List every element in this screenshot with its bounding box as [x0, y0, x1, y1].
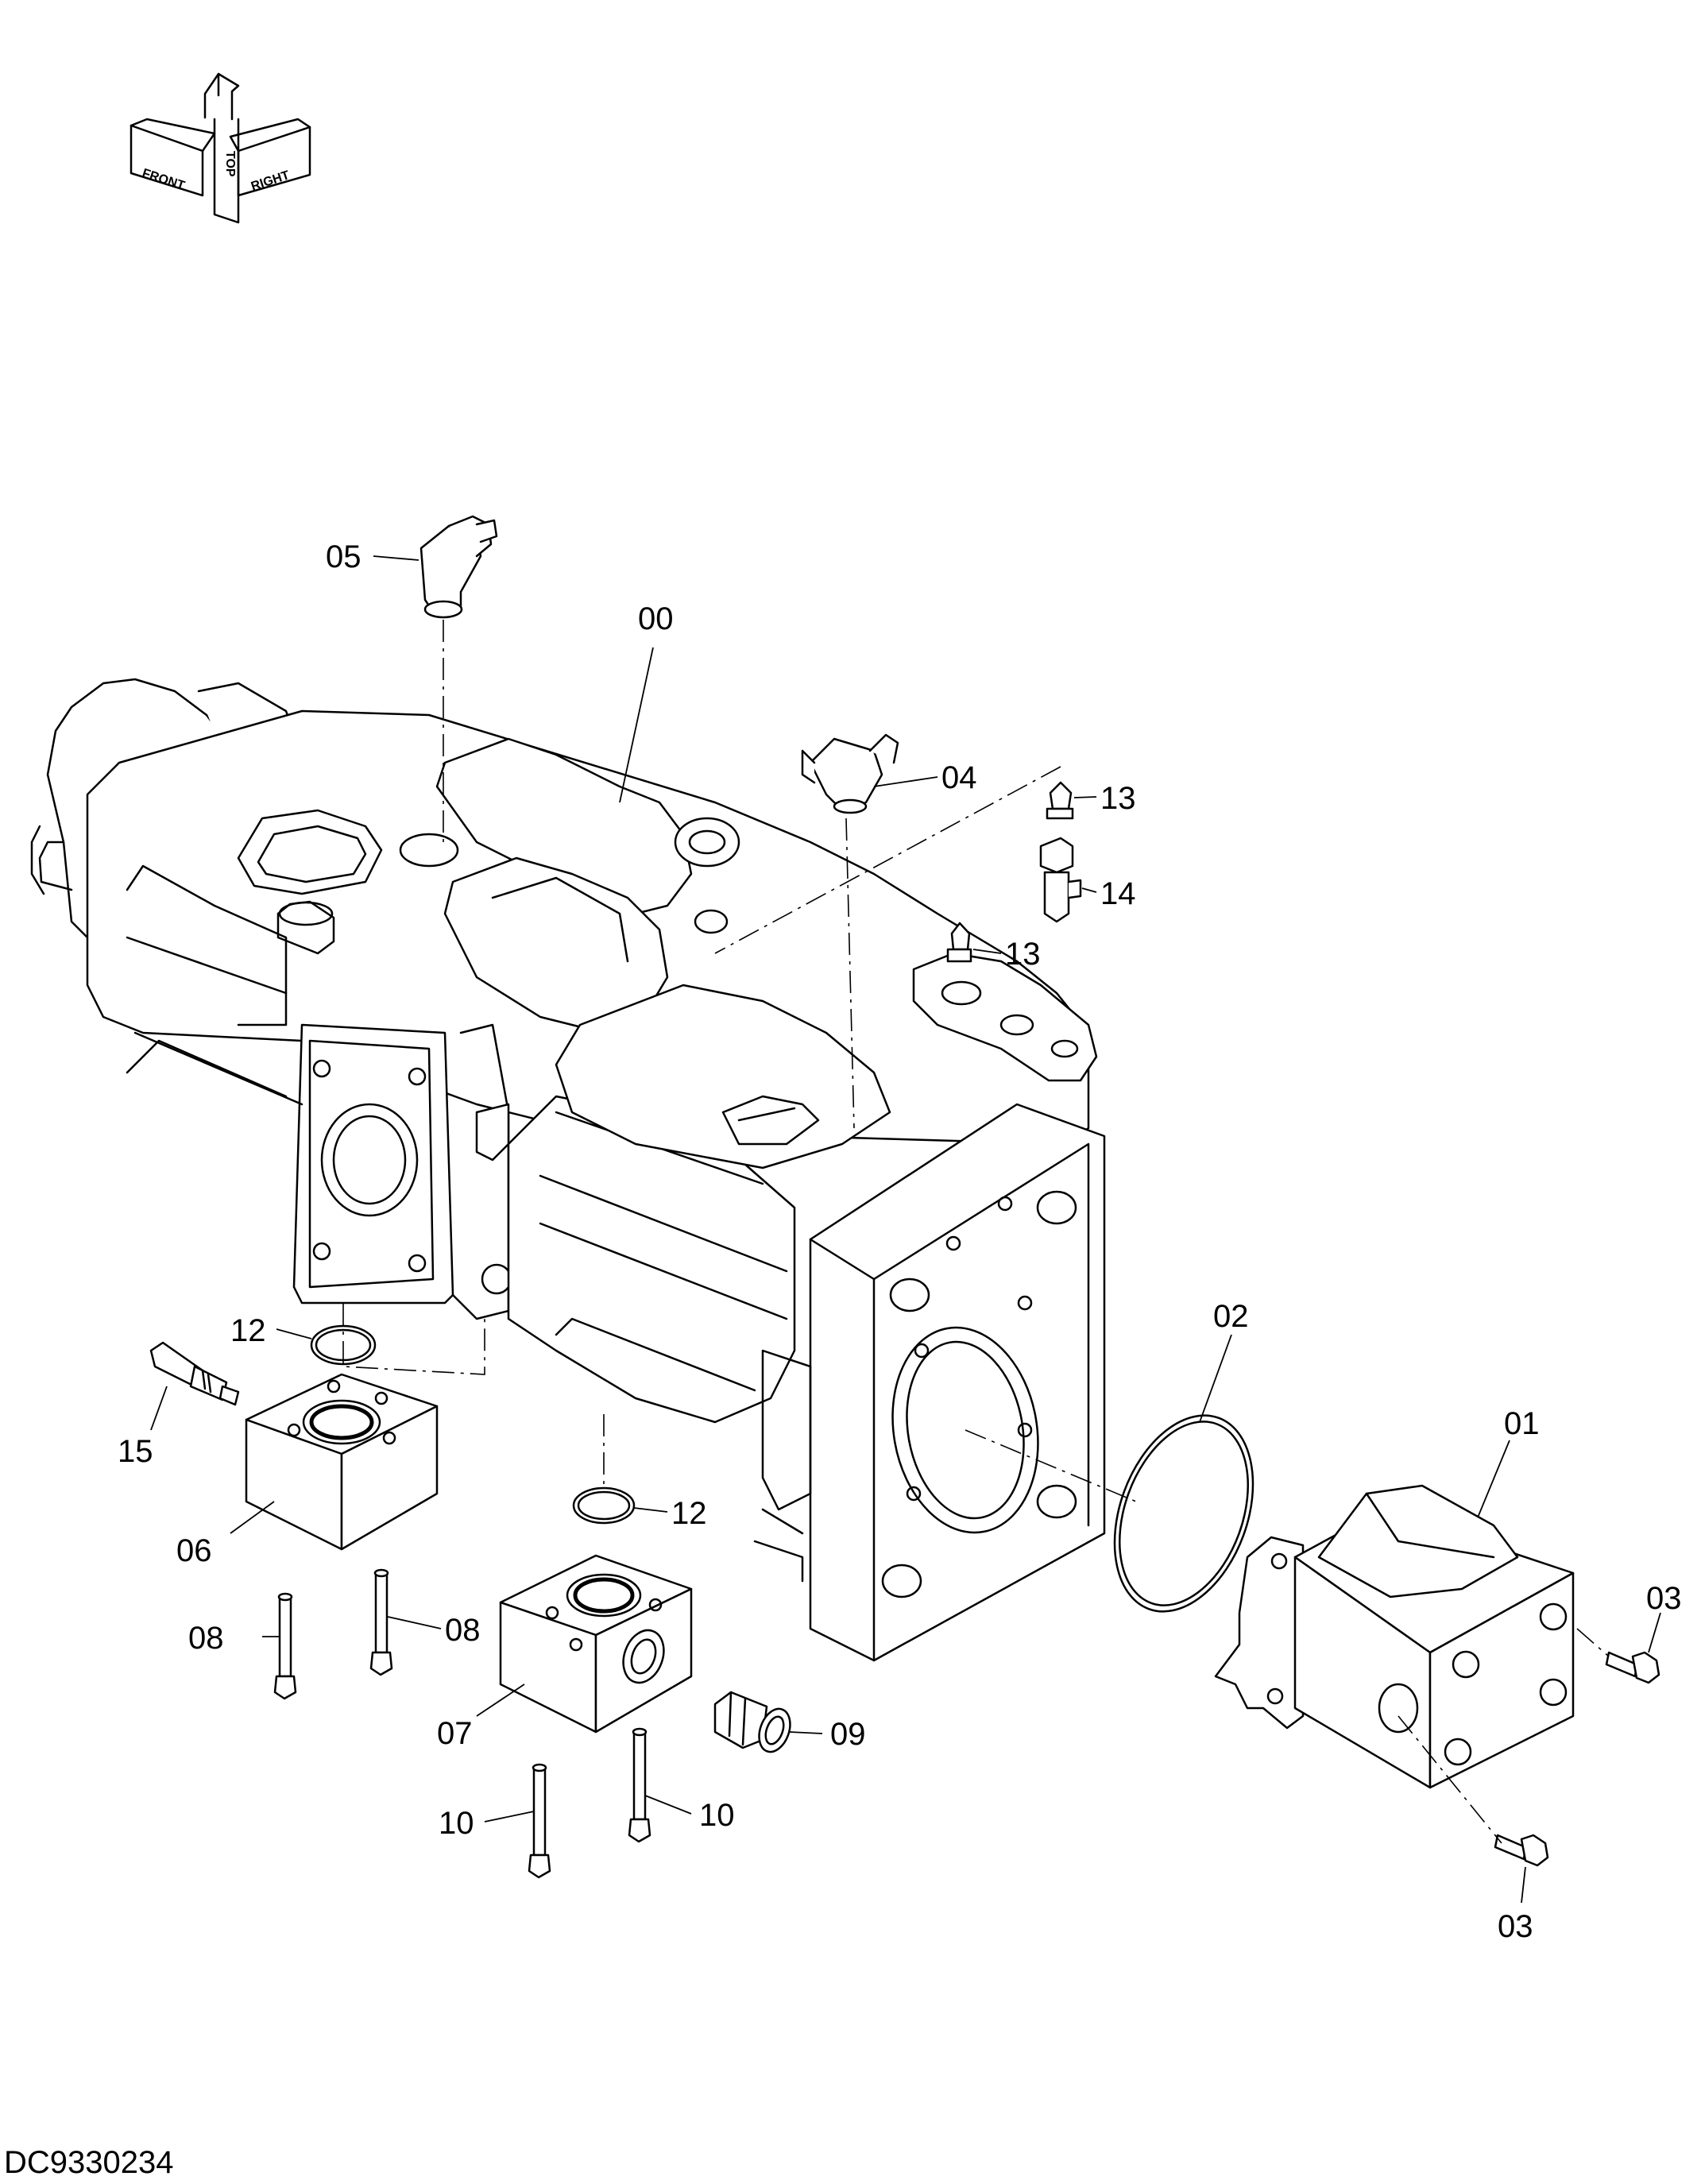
part-13-fitting-lower — [946, 922, 972, 963]
callout-labels: 00 01 02 03 03 04 05 06 07 08 08 09 10 1… — [118, 539, 1682, 1944]
callout-00: 00 — [638, 601, 674, 636]
part-06-port-block — [245, 1373, 439, 1551]
callout-12-upper: 12 — [230, 1313, 266, 1348]
part-08-bolt-right — [369, 1568, 393, 1676]
part-01-gear-pump — [1214, 1484, 1575, 1789]
part-08-bolt-left — [273, 1592, 297, 1700]
callout-08-right: 08 — [445, 1613, 481, 1648]
callout-04: 04 — [941, 760, 977, 795]
part-09-fitting — [713, 1691, 791, 1753]
callout-10-right: 10 — [699, 1798, 735, 1833]
callout-06: 06 — [176, 1533, 212, 1568]
callout-10-left: 10 — [439, 1806, 474, 1841]
part-12-o-ring-lower — [572, 1486, 636, 1525]
part-14-valve — [1039, 837, 1082, 923]
part-15-pressure-sensor — [149, 1341, 240, 1406]
part-03-bolt-lower — [1494, 1834, 1549, 1867]
orientation-label-front: FRONT — [141, 167, 187, 193]
callout-07: 07 — [437, 1716, 473, 1751]
callout-13-lower: 13 — [1005, 937, 1041, 972]
callout-13-upper: 13 — [1100, 781, 1136, 816]
callout-05: 05 — [326, 539, 361, 574]
part-07-port-block — [499, 1554, 693, 1734]
part-10-bolt-left — [528, 1763, 551, 1879]
orientation-label-top: TOP — [223, 151, 237, 177]
orientation-marker: FRONT TOP RIGHT — [130, 72, 311, 224]
document-id: DC9330234 — [4, 2145, 174, 2180]
callout-03-lower: 03 — [1498, 1909, 1533, 1944]
callout-01: 01 — [1504, 1406, 1540, 1441]
callout-03-upper: 03 — [1646, 1581, 1682, 1616]
part-13-fitting-upper — [1046, 781, 1074, 820]
part-02-o-ring-large — [1113, 1414, 1254, 1613]
part-10-bolt-right — [628, 1727, 651, 1843]
callout-09: 09 — [830, 1717, 866, 1752]
part-05-elbow-fitting — [419, 515, 498, 619]
main-pump-assembly — [30, 678, 1106, 1662]
callout-12-lower: 12 — [671, 1496, 707, 1531]
callout-02: 02 — [1213, 1299, 1249, 1334]
orientation-label-right: RIGHT — [249, 168, 292, 194]
callout-15: 15 — [118, 1434, 153, 1469]
part-03-bolt-upper — [1605, 1651, 1660, 1684]
callout-leaders — [150, 555, 1661, 1904]
callout-08-left: 08 — [188, 1621, 224, 1656]
part-04-elbow-fitting — [801, 733, 899, 814]
assembly-centerlines — [342, 620, 1610, 1844]
callout-14: 14 — [1100, 876, 1136, 911]
